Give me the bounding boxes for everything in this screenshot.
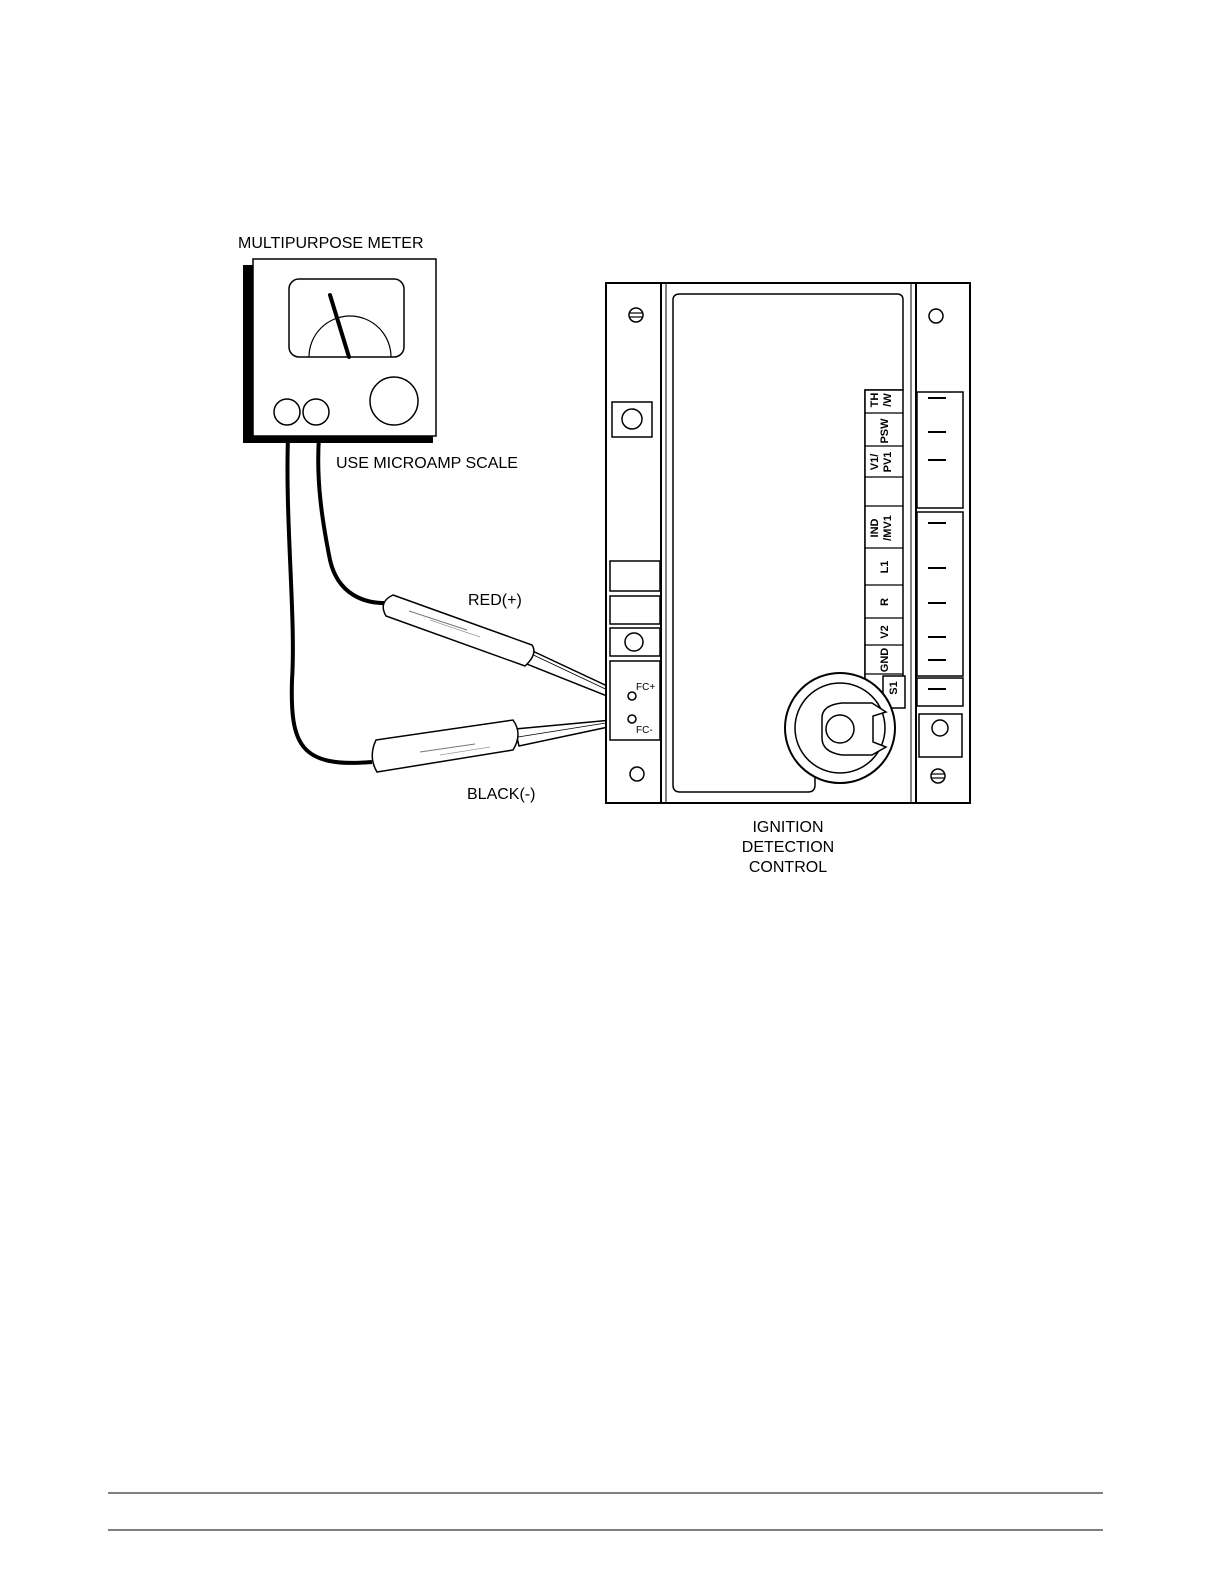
meter-jack-right bbox=[303, 399, 329, 425]
terminal-label-l1: L1 bbox=[879, 561, 891, 574]
terminal-label-s1: S1 bbox=[888, 681, 900, 694]
fc-minus-label: FC- bbox=[636, 725, 653, 736]
terminal-label-r: R bbox=[879, 598, 891, 606]
control-label-line1: IGNITION bbox=[752, 819, 823, 836]
control-label-line2: DETECTION bbox=[742, 839, 834, 856]
control-label-line3: CONTROL bbox=[749, 859, 827, 876]
terminal-label-th-w-line2: /W bbox=[882, 393, 894, 407]
fc-minus-test-pin bbox=[628, 715, 636, 723]
terminal-label-v1-pv1-line2: PV1 bbox=[882, 452, 894, 473]
red-probe-label: RED(+) bbox=[468, 592, 522, 609]
terminal-label-gnd: GND bbox=[879, 648, 891, 673]
terminal-label-th-w-line1: TH bbox=[869, 393, 881, 408]
meter-label: MULTIPURPOSE METER bbox=[238, 235, 424, 252]
terminal-label-v2: V2 bbox=[879, 625, 891, 638]
multipurpose-meter bbox=[243, 259, 436, 443]
fc-plus-test-pin bbox=[628, 692, 636, 700]
red-probe bbox=[383, 595, 633, 700]
black-probe bbox=[372, 719, 632, 772]
terminal-label-psw: PSW bbox=[879, 418, 891, 444]
meter-jack-left bbox=[274, 399, 300, 425]
ignition-detection-control: TH /W PSW V1/ PV1 IND /MV1 L1 R V2 GND S… bbox=[606, 283, 970, 803]
meter-selector-knob bbox=[370, 377, 418, 425]
scale-note: USE MICROAMP SCALE bbox=[336, 455, 518, 472]
terminal-label-ind-mv1-line2: /MV1 bbox=[882, 515, 894, 541]
terminal-label-v1-pv1-line1: V1/ bbox=[869, 454, 881, 471]
black-probe-label: BLACK(-) bbox=[467, 786, 535, 803]
terminal-label-ind-mv1-line1: IND bbox=[869, 518, 881, 537]
fc-plus-label: FC+ bbox=[636, 682, 655, 693]
